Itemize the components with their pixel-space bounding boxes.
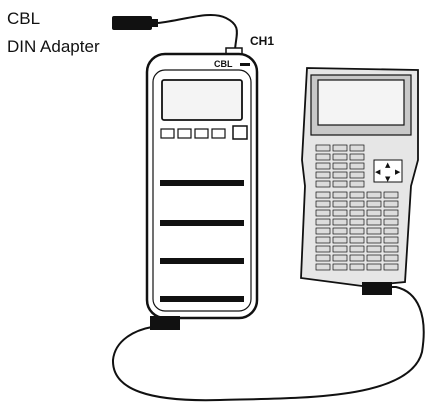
arrow-left-icon: ◀: [375, 168, 381, 176]
calculator-key: [349, 245, 365, 253]
calculator-key: [383, 254, 399, 262]
calculator-key: [383, 245, 399, 253]
calculator-key: [383, 191, 399, 199]
calculator-key: [315, 245, 331, 253]
link-cable: [111, 286, 425, 402]
calculator-key: [366, 218, 382, 226]
calculator-key: [315, 153, 331, 161]
cbl-stripe-4: [160, 296, 244, 302]
cbl-stripe-1: [160, 180, 244, 186]
calculator-key: [383, 236, 399, 244]
calculator-key: [349, 263, 365, 271]
cbl-key-5: [232, 125, 248, 140]
calculator-key: [332, 218, 348, 226]
calculator-key: [383, 263, 399, 271]
cbl-unit-inner-border: [152, 69, 252, 312]
cbl-display: [161, 79, 243, 121]
calculator-key: [349, 153, 365, 161]
cbl-key-2: [177, 128, 192, 139]
calculator-link-port: [362, 282, 392, 295]
calculator-key: [349, 171, 365, 179]
cbl-key-1: [160, 128, 175, 139]
calculator-key: [349, 254, 365, 262]
calculator-key: [332, 227, 348, 235]
arrow-right-icon: ▶: [395, 168, 401, 176]
cbl-bottom-port: [150, 316, 180, 330]
calculator-key: [315, 171, 331, 179]
calculator-key: [366, 254, 382, 262]
calculator-key: [315, 200, 331, 208]
calculator-key: [332, 180, 348, 188]
calculator-arrow-pad: ▲ ▼ ◀ ▶: [373, 159, 403, 183]
calculator-key: [332, 200, 348, 208]
cbl-key-4: [211, 128, 226, 139]
calculator-key: [332, 171, 348, 179]
calculator-key: [383, 200, 399, 208]
cbl-unit: CBL: [145, 47, 259, 330]
calculator-key: [332, 254, 348, 262]
calculator-key: [383, 227, 399, 235]
calculator-key: [332, 191, 348, 199]
calculator-key: [366, 200, 382, 208]
calculator-key: [349, 209, 365, 217]
calculator-key: [383, 218, 399, 226]
calculator-key: [366, 263, 382, 271]
calculator-key: [315, 162, 331, 170]
din-adapter-plug: [112, 16, 152, 30]
din-adapter-tip: [150, 19, 158, 27]
arrow-down-icon: ▼: [385, 175, 391, 183]
calculator-key: [315, 209, 331, 217]
calculator-key: [366, 191, 382, 199]
ch1-label: CH1: [250, 34, 274, 48]
arrow-pad-frame: [373, 159, 403, 183]
calculator-key: [349, 162, 365, 170]
calculator-key: [315, 191, 331, 199]
adapter-label-line1: CBL: [7, 9, 40, 28]
calculator-key: [332, 245, 348, 253]
calculator-key: [349, 191, 365, 199]
cbl-stripe-2: [160, 220, 244, 226]
calculator-key: [315, 218, 331, 226]
calculator-key: [349, 227, 365, 235]
calculator-key: [349, 200, 365, 208]
calculator-screen: [317, 79, 405, 126]
adapter-cable: [157, 14, 238, 51]
adapter-label-line2: DIN Adapter: [7, 37, 100, 56]
arrow-up-icon: ▲: [385, 161, 391, 169]
calculator-key: [349, 236, 365, 244]
calculator-key: [332, 263, 348, 271]
calculator-key: [349, 180, 365, 188]
calculator-key: [315, 236, 331, 244]
calculator-key: [383, 209, 399, 217]
calculator-key: [332, 144, 348, 152]
calculator-key: [366, 209, 382, 217]
calculator-key: [315, 180, 331, 188]
cbl-logo-bar: [240, 63, 250, 66]
calculator-key: [366, 236, 382, 244]
calculator-key: [315, 263, 331, 271]
calculator-keypad: [315, 144, 399, 271]
cbl-key-3: [194, 128, 209, 139]
calculator-key: [315, 254, 331, 262]
calculator-key: [332, 209, 348, 217]
calculator-key: [366, 245, 382, 253]
calculator-key: [332, 162, 348, 170]
calculator-key: [366, 227, 382, 235]
cbl-stripe-3: [160, 258, 244, 264]
din-adapter: [112, 14, 238, 51]
calculator-key: [349, 218, 365, 226]
calculator-key: [315, 144, 331, 152]
calculator: ▲ ▼ ◀ ▶: [300, 67, 419, 295]
calculator-key: [315, 227, 331, 235]
calculator-key: [349, 144, 365, 152]
calculator-key: [332, 153, 348, 161]
calculator-key: [332, 236, 348, 244]
cbl-logo: CBL: [214, 59, 233, 69]
